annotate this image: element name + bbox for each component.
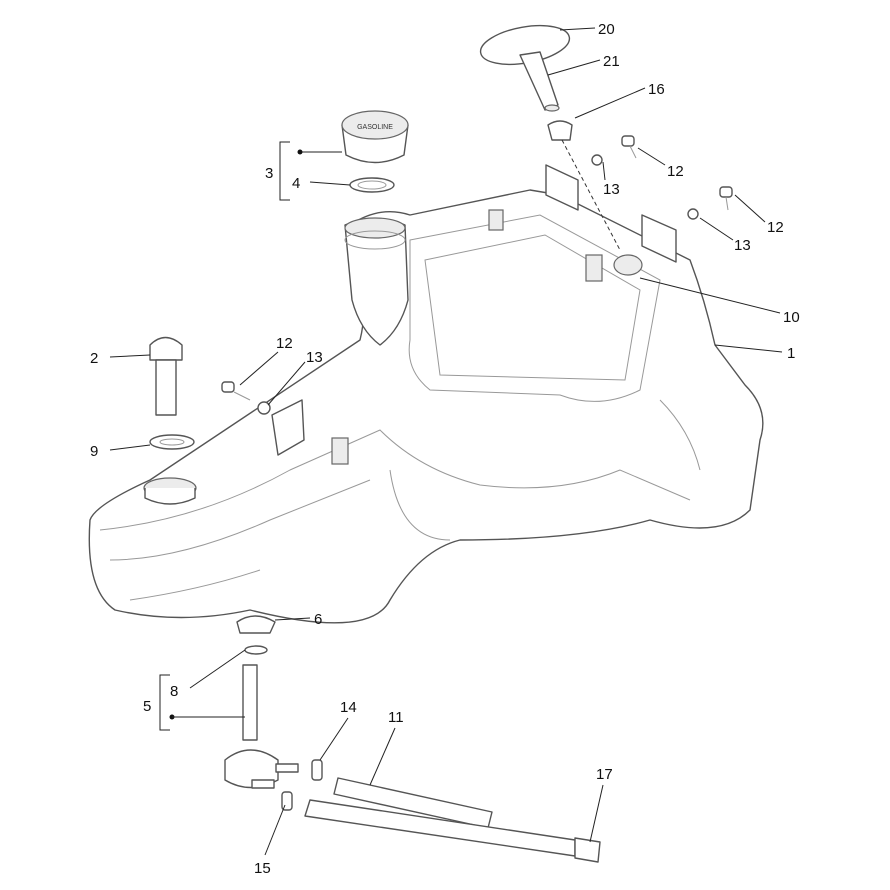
callout-21: 21: [603, 53, 620, 70]
callout-12: 12: [276, 335, 293, 352]
callout-8: 8: [170, 683, 178, 700]
fuel-tank: [88, 164, 764, 624]
callout-13: 13: [734, 237, 751, 254]
callout-5: 5: [143, 698, 151, 715]
callout-labels: 20 21 16 12 13 12 13 10 1 3 4 2 12 13 9 …: [90, 21, 800, 877]
callout-13: 13: [603, 181, 620, 198]
callout-12: 12: [767, 219, 784, 236]
fasteners: [221, 135, 733, 415]
hoses: [304, 777, 601, 863]
callout-15: 15: [254, 860, 271, 877]
callout-6: 6: [314, 611, 322, 628]
callout-12: 12: [667, 163, 684, 180]
breather-tube: [479, 24, 621, 251]
fuel-cap: GASOLINE: [341, 110, 409, 193]
cap-brand-text: GASOLINE: [357, 124, 393, 131]
fuel-tap: [224, 615, 323, 811]
callout-1: 1: [787, 345, 795, 362]
callout-16: 16: [648, 81, 665, 98]
callout-17: 17: [596, 766, 613, 783]
callout-11: 11: [388, 709, 404, 726]
callout-10: 10: [783, 309, 800, 326]
callout-4: 4: [292, 175, 300, 192]
callout-3: 3: [265, 165, 273, 182]
callout-20: 20: [598, 21, 615, 38]
callout-9: 9: [90, 443, 98, 460]
callout-13: 13: [306, 349, 323, 366]
callout-14: 14: [340, 699, 357, 716]
fuel-sender: [149, 336, 195, 450]
leader-lines: [109, 27, 783, 856]
callout-2: 2: [90, 350, 98, 367]
